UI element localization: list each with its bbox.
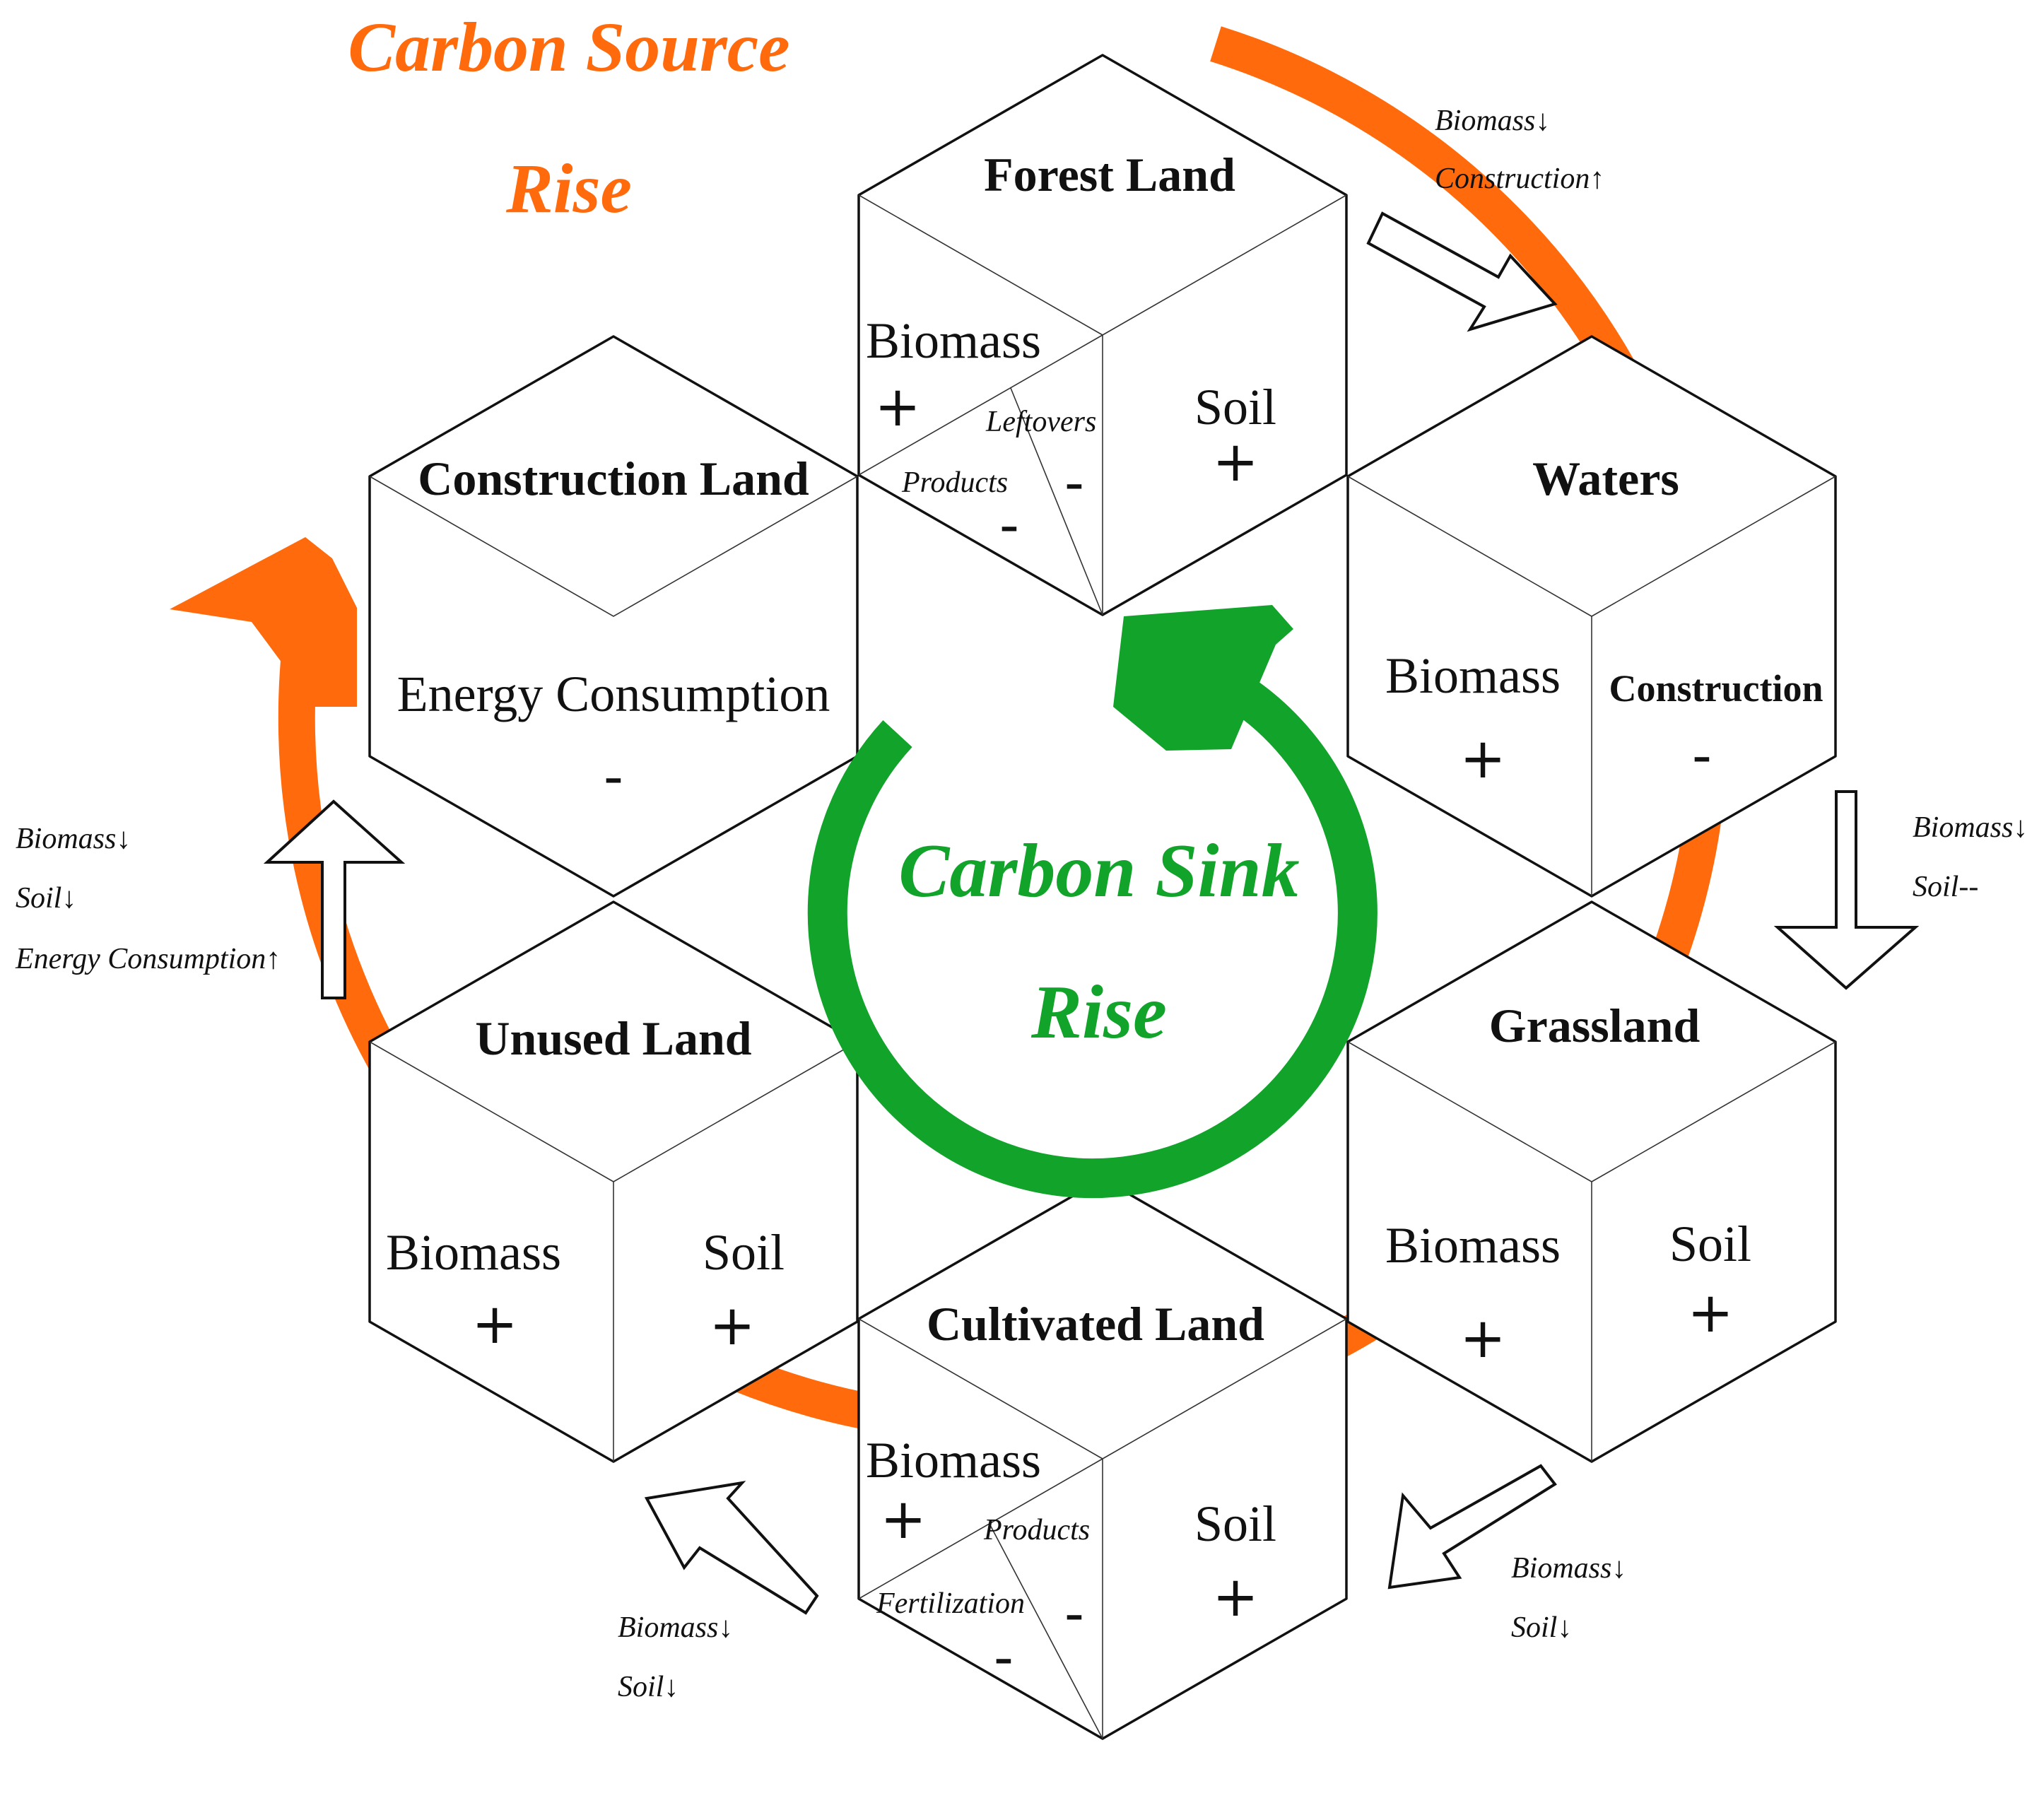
cultivated-biomass-label: Biomass [866,1432,1041,1488]
waters-to-grassland-note-2: Soil-- [1913,871,1978,903]
unused-to-construction-note-2: Soil↓ [16,882,76,915]
forest-soil-sign: + [1212,430,1258,494]
cultivated-to-unused-note-1: Biomass↓ [618,1611,733,1644]
cultivated-land-cube [857,1177,1348,1740]
forest-to-waters-note-2: Construction↑ [1435,163,1604,195]
arrow-grassland-to-cultivated [1387,1464,1557,1590]
carbon-source-title: Carbon Source [348,8,789,86]
waters-biomass-sign: + [1459,727,1505,791]
unused-biomass-sign: + [471,1293,517,1356]
grassland-to-cultivated-note-1: Biomass↓ [1511,1552,1626,1585]
waters-biomass-label: Biomass [1385,647,1561,704]
cultivated-land-title: Cultivated Land [927,1297,1264,1351]
grassland-soil-sign: + [1687,1281,1733,1345]
cultivated-products-label: Products [983,1514,1090,1546]
forest-leftovers-sign: - [1064,452,1084,515]
arrow-waters-to-grassland [1773,790,1920,990]
carbon-sink-cycle-arrow [807,605,1378,1199]
carbon-source-rise: Rise [505,149,632,228]
cultivated-fertilization-sign: - [994,1626,1014,1690]
cultivated-fertilization-label: Fertilization [876,1587,1025,1620]
waters-cube [1346,335,1837,898]
forest-biomass-label: Biomass [866,312,1041,369]
unused-soil-sign: + [709,1294,755,1358]
forest-products-sign: - [999,494,1019,558]
cultivated-biomass-sign: + [880,1488,926,1551]
forest-biomass-sign: + [874,375,920,439]
carbon-sink-title: Carbon Sink [898,829,1299,913]
waters-title: Waters [1532,452,1679,505]
forest-land-title: Forest Land [984,148,1235,201]
construction-energy-sign: - [604,746,623,809]
waters-to-grassland-note-1: Biomass↓ [1913,811,2028,844]
forest-leftovers-label: Leftovers [985,406,1096,438]
forest-land-cube [857,54,1348,616]
arrow-unused-to-construction [263,799,406,999]
grassland-biomass-label: Biomass [1385,1217,1561,1274]
cultivated-soil-sign: + [1212,1566,1258,1629]
forest-products-label: Products [901,466,1008,499]
grassland-title: Grassland [1489,999,1701,1052]
forest-soil-label: Soil [1194,379,1276,435]
waters-construction-label: Construction [1609,667,1823,710]
cultivated-products-sign: - [1064,1582,1084,1646]
grassland-biomass-sign: + [1459,1307,1505,1370]
cultivated-to-unused-note-2: Soil↓ [618,1671,679,1703]
grassland-soil-label: Soil [1669,1216,1751,1272]
arrow-forest-to-waters [1366,211,1558,332]
waters-construction-sign: - [1692,724,1712,788]
unused-land-title: Unused Land [475,1011,751,1065]
construction-land-title: Construction Land [418,452,809,505]
construction-energy-label: Energy Consumption [397,666,830,722]
construction-land-cube [368,335,859,898]
forest-to-waters-note-1: Biomass↓ [1435,105,1550,137]
unused-biomass-label: Biomass [386,1224,561,1281]
carbon-sink-rise: Rise [1030,970,1167,1055]
unused-land-cube [368,900,859,1463]
unused-to-construction-note-1: Biomass↓ [16,823,131,855]
cultivated-soil-label: Soil [1194,1496,1276,1552]
grassland-to-cultivated-note-2: Soil↓ [1511,1611,1572,1644]
unused-soil-label: Soil [703,1224,785,1281]
arrow-cultivated-to-unused [644,1481,819,1615]
unused-to-construction-note-3: Energy Consumption↑ [15,943,281,975]
grassland-cube [1346,900,1837,1463]
